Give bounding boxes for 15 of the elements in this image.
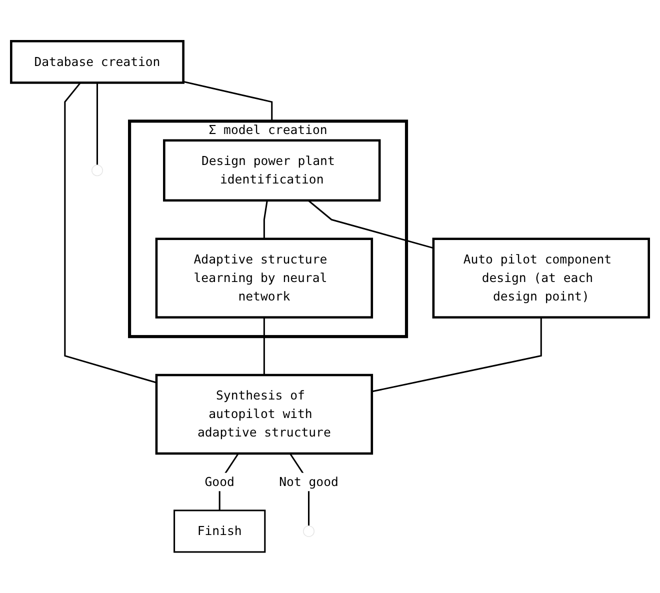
node-box: Auto pilot component design (at each design point)	[432, 238, 650, 318]
node-box: Synthesis of autopilot with adaptive structure	[155, 374, 374, 455]
connector	[96, 82, 98, 165]
node-box: Finish	[174, 510, 266, 553]
edge-label: Good	[204, 474, 234, 489]
edge-label: Not good	[279, 474, 338, 489]
node-box: Adaptive structure learning by neural network	[155, 238, 374, 318]
connector	[372, 317, 542, 392]
node-box: Design power plant identification	[163, 139, 381, 202]
connector	[64, 82, 157, 384]
connector	[183, 80, 273, 122]
connector	[263, 317, 265, 375]
connector	[308, 200, 434, 249]
connector	[263, 200, 268, 239]
node-box: Database creation	[10, 40, 184, 84]
